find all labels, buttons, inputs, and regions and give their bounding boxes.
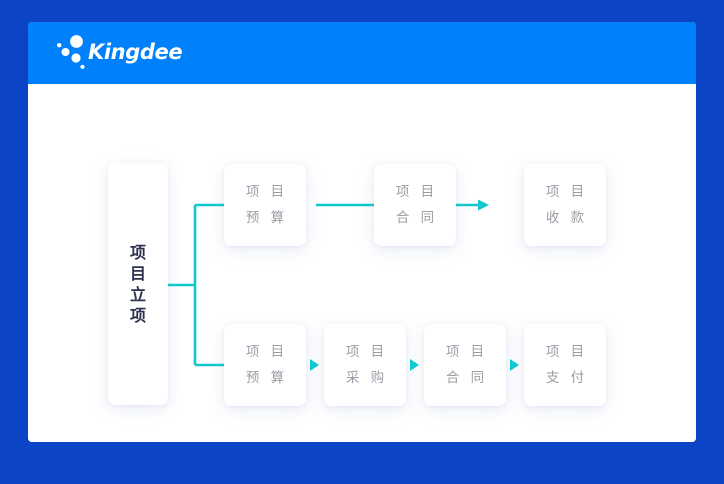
node-label-line2: 收 款 (545, 210, 588, 226)
kingdee-dots-logo-icon (57, 35, 85, 69)
triangle-arrow-icon-3 (510, 359, 519, 371)
card-header: Kingdee (28, 22, 696, 84)
kingdee-wordmark: Kingdee (88, 40, 183, 64)
root-char-3: 立 (129, 285, 146, 304)
diagram-canvas: 项 目 立 项 项 目 预 算 项 目 合 同 项 目 收 款 (28, 84, 696, 442)
node-label-line2: 合 同 (445, 370, 488, 386)
kingdee-logo: Kingdee (56, 32, 236, 76)
node-bottom-project-procurement[interactable]: 项 目 采 购 (324, 324, 406, 406)
node-label-line2: 支 付 (545, 370, 588, 386)
triangle-arrow-icon-1 (310, 359, 319, 371)
node-label-line1: 项 目 (245, 184, 288, 200)
node-label-line1: 项 目 (245, 344, 288, 360)
root-char-2: 目 (129, 264, 146, 283)
node-label-line1: 项 目 (445, 344, 488, 360)
node-top-project-contract[interactable]: 项 目 合 同 (374, 164, 456, 246)
node-project-initiation[interactable]: 项 目 立 项 (108, 163, 168, 405)
node-label-line1: 项 目 (395, 184, 438, 200)
node-label-line1: 项 目 (345, 344, 388, 360)
content-card: Kingdee 项 目 (28, 22, 696, 442)
root-char-1: 项 (129, 243, 146, 262)
node-top-project-budget[interactable]: 项 目 预 算 (224, 164, 306, 246)
node-bottom-project-contract[interactable]: 项 目 合 同 (424, 324, 506, 406)
node-label-line1: 项 目 (545, 184, 588, 200)
node-bottom-project-budget[interactable]: 项 目 预 算 (224, 324, 306, 406)
node-project-initiation-label: 项 目 立 项 (130, 242, 146, 326)
node-label-line2: 采 购 (345, 370, 388, 386)
node-label-line2: 预 算 (245, 210, 288, 226)
node-top-project-receipt[interactable]: 项 目 收 款 (524, 164, 606, 246)
node-bottom-project-payment[interactable]: 项 目 支 付 (524, 324, 606, 406)
node-label-line2: 预 算 (245, 370, 288, 386)
node-label-line1: 项 目 (545, 344, 588, 360)
root-char-4: 项 (129, 306, 146, 325)
node-label-line2: 合 同 (395, 210, 438, 226)
triangle-arrow-icon-2 (410, 359, 419, 371)
